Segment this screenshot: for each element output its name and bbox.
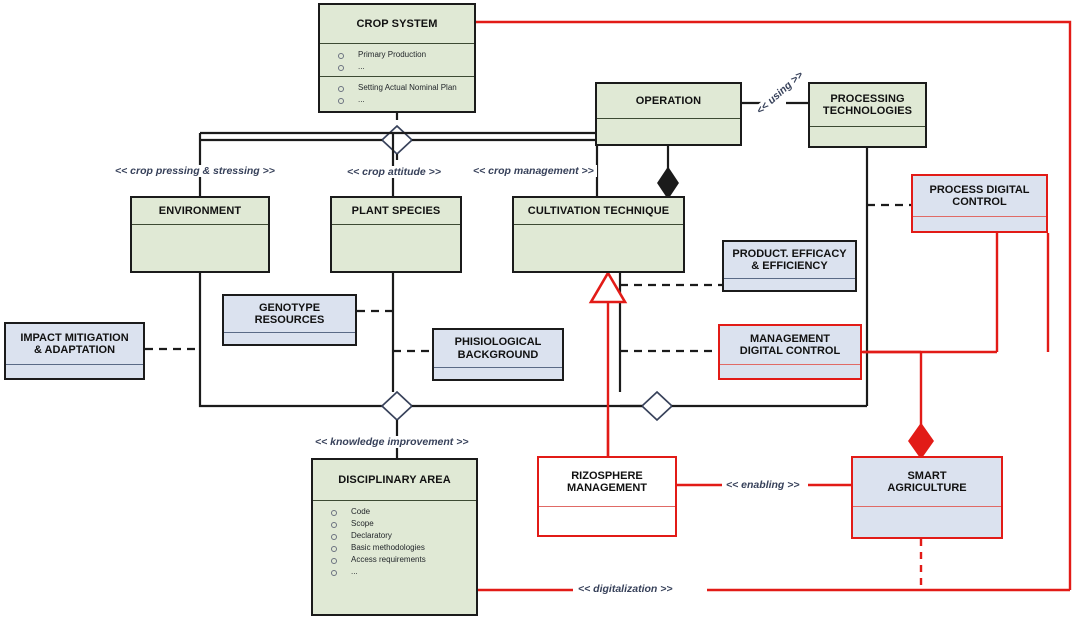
title-line-2: & EFFICIENCY [751, 260, 828, 272]
class-environment-title: ENVIRONMENT [158, 204, 242, 217]
class-disciplinary-area-title: DISCIPLINARY AREA [338, 473, 451, 486]
class-processing-technologies-title: PROCESSING TECHNOLOGIES [810, 84, 925, 126]
class-product-efficacy-title: PRODUCT. EFFICACY & EFFICIENCY [724, 242, 855, 278]
class-plant-species[interactable]: PLANT SPECIES [330, 196, 462, 273]
class-impact-mitigation-title: IMPACT MITIGATION & ADAPTATION [6, 324, 143, 364]
title-line-1: RIZOSPHERE [571, 469, 643, 482]
stereotype-crop-management: << crop management >> [470, 165, 597, 177]
list-item: Declaratory [329, 530, 472, 542]
edge-cropsystem-to-hub [198, 112, 599, 196]
class-operation-compartment [597, 118, 740, 144]
class-management-digital-control-title: MANAGEMENT DIGITAL CONTROL [720, 326, 860, 364]
red-edge-processdigital-smart [863, 233, 1050, 460]
class-cultivation-technique[interactable]: CULTIVATION TECHNIQUE [512, 196, 685, 273]
aggregation-diamond-knowledge [380, 390, 642, 458]
class-phisiological-background[interactable]: PHISIOLOGICAL BACKGROUND [432, 328, 564, 381]
class-genotype-resources-compartment [224, 332, 355, 344]
class-rizosphere-management-title: RIZOSPHERE MANAGEMENT [539, 458, 675, 506]
class-genotype-resources-title: GENOTYPE RESOURCES [224, 296, 355, 332]
title-line-2: CONTROL [952, 196, 1007, 208]
class-smart-agriculture-title: SMART AGRICULTURE [853, 458, 1001, 506]
stereotype-enabling: << enabling >> [723, 479, 803, 491]
class-phisiological-background-title: PHISIOLOGICAL BACKGROUND [434, 330, 562, 367]
list-item: ... [336, 94, 470, 106]
title-line-2: RESOURCES [254, 314, 325, 326]
class-cultivation-technique-compartment [514, 224, 683, 271]
class-process-digital-control-compartment [913, 216, 1046, 231]
class-crop-system[interactable]: CROP SYSTEM Primary Production ... Setti… [318, 3, 476, 113]
class-processing-technologies[interactable]: PROCESSING TECHNOLOGIES [808, 82, 927, 148]
composition-operation-cultivation [657, 146, 679, 200]
title-line-1: GENOTYPE [258, 301, 321, 314]
class-disciplinary-area[interactable]: DISCIPLINARY AREA Code Scope Declaratory… [311, 458, 478, 616]
list-item: Basic methodologies [329, 542, 472, 554]
class-product-efficacy-efficiency[interactable]: PRODUCT. EFFICACY & EFFICIENCY [722, 240, 857, 292]
class-disciplinary-area-compartment: Code Scope Declaratory Basic methodologi… [313, 500, 476, 614]
class-environment-compartment [132, 224, 268, 271]
title-line-2: DIGITAL CONTROL [739, 345, 841, 357]
title-line-2: MANAGEMENT [566, 482, 648, 494]
stereotype-crop-pressing-stressing: << crop pressing & stressing >> [112, 165, 278, 177]
attribute-list: Primary Production ... [320, 44, 474, 76]
class-cultivation-technique-title: CULTIVATION TECHNIQUE [527, 204, 670, 217]
class-impact-mitigation-adaptation[interactable]: IMPACT MITIGATION & ADAPTATION [4, 322, 145, 380]
class-product-efficacy-compartment [724, 278, 855, 290]
red-edge-cropsystem-right [476, 20, 1072, 590]
class-smart-agriculture-compartment [853, 506, 1001, 537]
class-management-digital-control-compartment [720, 364, 860, 378]
list-item: Primary Production [336, 49, 470, 61]
list-item: ... [336, 61, 470, 73]
class-crop-system-title: CROP SYSTEM [356, 17, 438, 30]
attribute-list: Code Scope Declaratory Basic methodologi… [313, 501, 476, 581]
class-rizosphere-management-compartment [539, 506, 675, 535]
title-line-1: IMPACT MITIGATION [20, 331, 129, 344]
title-line-1: SMART [907, 469, 947, 482]
class-phisiological-background-compartment [434, 367, 562, 379]
stereotype-digitalization: << digitalization >> [575, 583, 676, 595]
title-line-1: PRODUCT. EFFICACY [732, 247, 847, 260]
list-item: Scope [329, 518, 472, 530]
class-crop-system-compartment-1: Primary Production ... [320, 43, 474, 76]
class-operation-title: OPERATION [635, 94, 702, 107]
title-line-1: PROCESSING [830, 92, 905, 105]
class-process-digital-control-title: PROCESS DIGITAL CONTROL [913, 176, 1046, 216]
title-line-1: MANAGEMENT [749, 332, 831, 345]
title-line-2: BACKGROUND [457, 348, 539, 361]
class-genotype-resources[interactable]: GENOTYPE RESOURCES [222, 294, 357, 346]
class-crop-system-compartment-2: Setting Actual Nominal Plan ... [320, 76, 474, 111]
title-line-1: PROCESS DIGITAL [929, 183, 1030, 196]
class-plant-species-compartment [332, 224, 460, 271]
title-line-1: PHISIOLOGICAL [454, 336, 542, 349]
stereotype-crop-attitude: << crop attitude >> [344, 166, 444, 178]
class-operation[interactable]: OPERATION [595, 82, 742, 146]
class-impact-mitigation-compartment [6, 364, 143, 378]
title-line-2: AGRICULTURE [887, 482, 967, 494]
list-item: Setting Actual Nominal Plan [336, 82, 470, 94]
stereotype-knowledge-improvement: << knowledge improvement >> [312, 436, 472, 448]
class-management-digital-control[interactable]: MANAGEMENT DIGITAL CONTROL [718, 324, 862, 380]
list-item: Code [329, 506, 472, 518]
attribute-list: Setting Actual Nominal Plan ... [320, 77, 474, 109]
class-smart-agriculture[interactable]: SMART AGRICULTURE [851, 456, 1003, 539]
title-line-2: & ADAPTATION [33, 344, 116, 356]
class-process-digital-control[interactable]: PROCESS DIGITAL CONTROL [911, 174, 1048, 233]
list-item: Access requirements [329, 554, 472, 566]
title-line-2: TECHNOLOGIES [822, 105, 913, 117]
class-processing-technologies-compartment [810, 126, 925, 146]
list-item: ... [329, 566, 472, 578]
edge-environment-hub [198, 273, 382, 408]
class-environment[interactable]: ENVIRONMENT [130, 196, 270, 273]
class-rizosphere-management[interactable]: RIZOSPHERE MANAGEMENT [537, 456, 677, 537]
class-plant-species-title: PLANT SPECIES [351, 204, 441, 217]
